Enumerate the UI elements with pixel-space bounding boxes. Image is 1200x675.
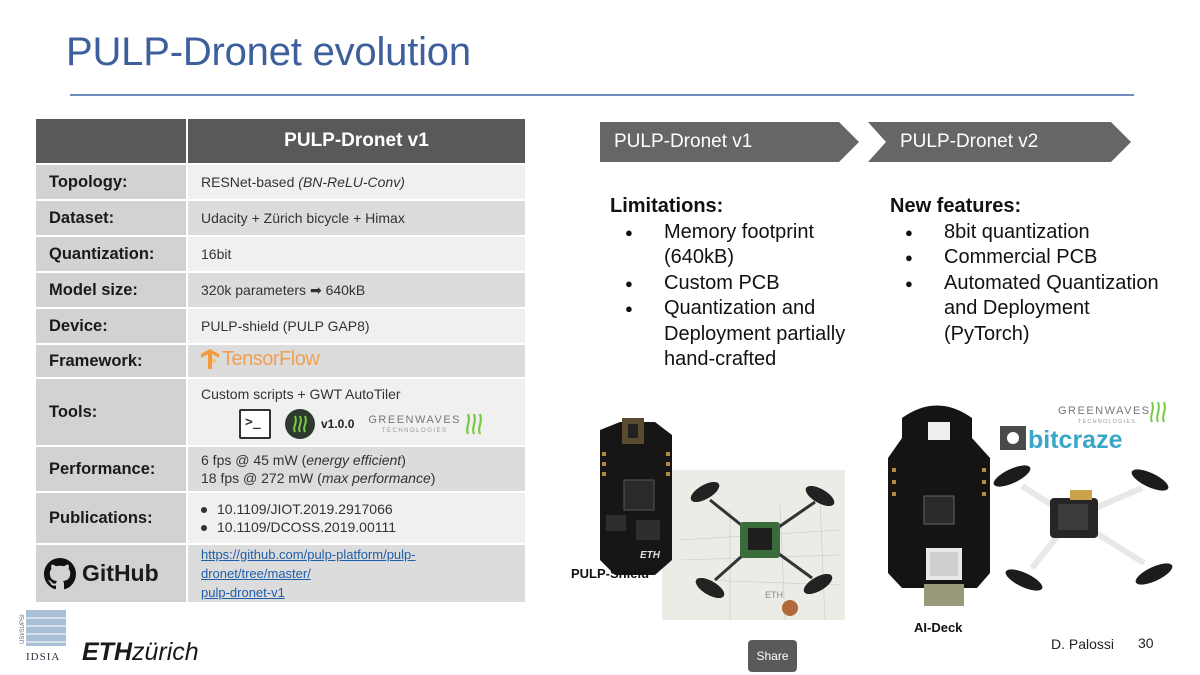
greenwaves-badge-icon bbox=[285, 409, 315, 439]
row-value-github: https://github.com/pulp-platform/pulp-dr… bbox=[187, 544, 525, 604]
svg-text:IDSIA: IDSIA bbox=[26, 651, 60, 663]
publication-item: 10.1109/JIOT.2019.2917066 bbox=[201, 500, 525, 518]
chevron-v2: PULP-Dronet v2 bbox=[868, 122, 1131, 162]
table-row: Topology: RESNet-based (BN-ReLU-Conv) bbox=[36, 164, 525, 201]
greenwaves-flame-icon bbox=[466, 413, 482, 435]
tensorflow-icon bbox=[201, 349, 219, 369]
github-repo-link[interactable]: https://github.com/pulp-platform/pulp-dr… bbox=[201, 547, 416, 600]
row-value-quantization: 16bit bbox=[187, 236, 525, 273]
row-label-device: Device: bbox=[36, 308, 188, 345]
svg-text:TECHNOLOGIES: TECHNOLOGIES bbox=[1078, 419, 1136, 425]
limitation-item: Quantization and Deployment partially ha… bbox=[610, 296, 860, 373]
eth-zurich-logo: ETHzürich bbox=[82, 638, 199, 666]
row-label-performance: Performance: bbox=[36, 446, 188, 493]
new-features-heading: New features: bbox=[890, 195, 1022, 217]
share-button[interactable]: Share bbox=[748, 640, 797, 672]
spec-table: PULP-Dronet v1 Topology: RESNet-based (B… bbox=[36, 119, 525, 604]
row-value-device: PULP-shield (PULP GAP8) bbox=[187, 308, 525, 345]
slide-title: PULP-Dronet evolution bbox=[66, 30, 471, 74]
row-value-publications: 10.1109/JIOT.2019.2917066 10.1109/DCOSS.… bbox=[187, 492, 525, 545]
tensorflow-logo: TensorFlow bbox=[201, 349, 320, 369]
ai-deck-photo: GREENWAVES TECHNOLOGIES bitcraze bbox=[882, 398, 1182, 618]
limitations-heading: Limitations: bbox=[610, 195, 724, 217]
row-value-topology: RESNet-based (BN-ReLU-Conv) bbox=[187, 164, 525, 201]
title-divider bbox=[70, 94, 1134, 96]
row-value-dataset: Udacity + Zürich bicycle + Himax bbox=[187, 200, 525, 237]
row-value-framework: TensorFlow bbox=[187, 344, 525, 379]
github-icon bbox=[44, 557, 76, 589]
table-row: Quantization: 16bit bbox=[36, 236, 525, 273]
feature-item: 8bit quantization bbox=[890, 220, 1180, 246]
terminal-icon bbox=[239, 409, 271, 439]
limitations-block: Limitations: Memory footprint (640kB) Cu… bbox=[610, 194, 860, 373]
svg-text:USI/SUPSI: USI/SUPSI bbox=[20, 614, 26, 644]
table-row: Performance: 6 fps @ 45 mW (energy effic… bbox=[36, 446, 525, 493]
table-row: Model size: 320k parameters ➡ 640kB bbox=[36, 272, 525, 309]
publication-item: 10.1109/DCOSS.2019.00111 bbox=[201, 518, 525, 536]
feature-item: Automated Quantization and Deployment (P… bbox=[890, 271, 1180, 348]
table-header-title: PULP-Dronet v1 bbox=[187, 119, 525, 165]
row-label-github: GitHub bbox=[36, 544, 188, 604]
svg-text:ETH: ETH bbox=[765, 590, 783, 600]
feature-item: Commercial PCB bbox=[890, 245, 1180, 271]
row-label-publications: Publications: bbox=[36, 492, 188, 545]
slide-author: D. Palossi bbox=[1051, 636, 1115, 652]
row-label-model-size: Model size: bbox=[36, 272, 188, 309]
row-label-quantization: Quantization: bbox=[36, 236, 188, 273]
table-row: Dataset: Udacity + Zürich bicycle + Hima… bbox=[36, 200, 525, 237]
autotiler-version: v1.0.0 bbox=[321, 417, 355, 431]
pulp-shield-photo: ETH ETH bbox=[580, 410, 845, 620]
new-features-block: New features: 8bit quantization Commerci… bbox=[890, 194, 1180, 347]
svg-text:bitcraze: bitcraze bbox=[1028, 426, 1123, 454]
svg-text:GREENWAVES: GREENWAVES bbox=[1058, 405, 1151, 417]
table-row: Publications: 10.1109/JIOT.2019.2917066 … bbox=[36, 492, 525, 545]
row-label-framework: Framework: bbox=[36, 344, 188, 379]
pulp-shield-caption: PULP-Shield bbox=[571, 566, 650, 581]
row-label-topology: Topology: bbox=[36, 164, 188, 201]
usi-idsia-logo: USI/SUPSI IDSIA bbox=[14, 608, 74, 669]
row-label-dataset: Dataset: bbox=[36, 200, 188, 237]
svg-text:ETH: ETH bbox=[640, 550, 661, 561]
row-value-performance: 6 fps @ 45 mW (energy efficient) 18 fps … bbox=[187, 446, 525, 493]
row-label-tools: Tools: bbox=[36, 378, 188, 447]
row-value-model-size: 320k parameters ➡ 640kB bbox=[187, 272, 525, 309]
ai-deck-caption: AI-Deck bbox=[914, 620, 963, 635]
row-value-tools: Custom scripts + GWT AutoTiler v1.0.0 GR… bbox=[187, 378, 525, 447]
table-row: GitHub https://github.com/pulp-platform/… bbox=[36, 544, 525, 604]
limitation-item: Custom PCB bbox=[610, 271, 860, 297]
table-row: Framework: TensorFlow bbox=[36, 344, 525, 379]
table-header-corner bbox=[36, 119, 188, 165]
chevron-v1: PULP-Dronet v1 bbox=[600, 122, 859, 162]
greenwaves-logo: GREENWAVES TECHNOLOGIES bbox=[368, 413, 461, 434]
table-header-row: PULP-Dronet v1 bbox=[36, 119, 525, 165]
page-number: 30 bbox=[1138, 635, 1154, 651]
table-row: Device: PULP-shield (PULP GAP8) bbox=[36, 308, 525, 345]
table-row: Tools: Custom scripts + GWT AutoTiler v1… bbox=[36, 378, 525, 447]
limitation-item: Memory footprint (640kB) bbox=[610, 220, 860, 271]
